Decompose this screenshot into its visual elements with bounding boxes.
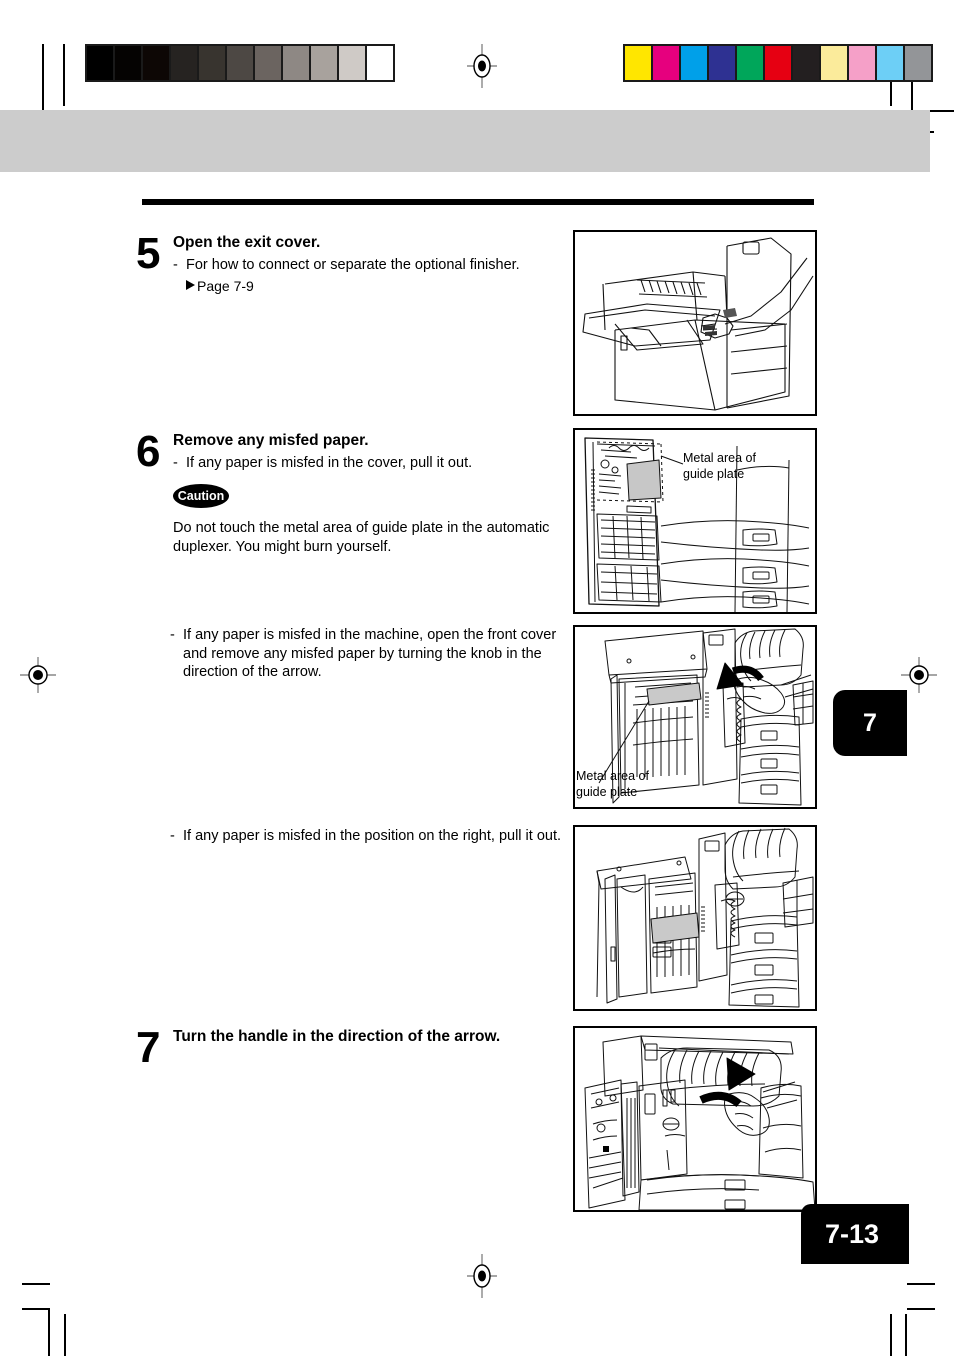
grayscale-calibration-bar [85, 44, 395, 82]
color-swatch [905, 46, 931, 80]
step-heading-5: Open the exit cover. [173, 234, 321, 251]
caution-badge: Caution [173, 484, 229, 508]
grayscale-swatch [199, 46, 225, 80]
grayscale-swatch [283, 46, 309, 80]
bullet-text: If any paper is misfed in the machine, o… [183, 627, 557, 680]
color-calibration-bar [623, 44, 933, 82]
color-swatch [681, 46, 707, 80]
grayscale-swatch [115, 46, 141, 80]
bullet-dash: - [170, 627, 175, 643]
page-reference-text: Page 7-9 [197, 278, 254, 294]
grayscale-swatch [255, 46, 281, 80]
grayscale-swatch [171, 46, 197, 80]
step-5-page-reference: Page 7-9 [186, 277, 426, 295]
triangle-pointer-icon [186, 280, 195, 290]
step-heading-7: Turn the handle in the direction of the … [173, 1028, 501, 1045]
bullet-dash: - [173, 257, 178, 273]
crop-mark-top-left-vertical [42, 44, 44, 112]
color-swatch [793, 46, 819, 80]
page-number-badge: 7-13 [801, 1204, 909, 1264]
bullet-text: If any paper is misfed in the cover, pul… [186, 455, 473, 471]
registration-target-right [901, 657, 937, 693]
grayscale-swatch [87, 46, 113, 80]
crop-mark-bottom-right-horizontal [907, 1308, 935, 1310]
figure-callout-guide-plate-top: Metal area of guide plate [683, 451, 756, 481]
crop-mark-top-right-horizontal [911, 110, 954, 112]
grayscale-swatch [339, 46, 365, 80]
color-swatch [877, 46, 903, 80]
grayscale-swatch [367, 46, 393, 80]
bullet-dash: - [170, 828, 175, 844]
step-number-7: 7 [136, 1023, 160, 1072]
grayscale-swatch [227, 46, 253, 80]
crop-mark-bottom-right-inner [905, 1314, 907, 1356]
figure-duplexer-guide-plate [573, 428, 817, 614]
color-swatch [653, 46, 679, 80]
header-gray-band [0, 110, 930, 172]
figure-right-position [573, 825, 817, 1011]
crop-mark-bottom-right-vertical [890, 1314, 892, 1356]
crop-mark-top-left-inner [63, 44, 65, 106]
bullet-text: If any paper is misfed in the position o… [183, 828, 562, 844]
color-swatch [709, 46, 735, 80]
crop-mark-bottom-left-horizontal [22, 1308, 50, 1310]
step-number-6: 6 [136, 427, 160, 476]
chapter-tab-7: 7 [833, 690, 907, 756]
color-swatch [625, 46, 651, 80]
color-swatch [737, 46, 763, 80]
color-swatch [765, 46, 791, 80]
figure-callout-guide-plate-bottom: Metal area of guide plate [576, 769, 649, 799]
registration-target-left [20, 657, 56, 693]
step-heading-6: Remove any misfed paper. [173, 432, 369, 449]
caution-description: Do not touch the metal area of guide pla… [173, 520, 550, 555]
step-6-bullet-3: - If any paper is misfed in the position… [170, 827, 568, 846]
crop-mark-bottom-left-inner [64, 1314, 66, 1356]
bullet-text: For how to connect or separate the optio… [186, 257, 520, 273]
crop-mark-bottom-left-vertical [48, 1308, 50, 1356]
step-5-bullet-1: - For how to connect or separate the opt… [173, 256, 573, 275]
step-6-bullet-1: - If any paper is misfed in the cover, p… [173, 454, 573, 473]
step-number-5: 5 [136, 229, 160, 278]
crop-mark-right-tick-lower [907, 1283, 935, 1285]
crop-mark-left-tick-lower [22, 1283, 50, 1285]
registration-target-top [467, 44, 497, 88]
figure-handle-arrow [573, 1026, 817, 1212]
step-6-bullet-2: - If any paper is misfed in the machine,… [170, 626, 568, 682]
header-rule [142, 199, 814, 205]
bullet-dash: - [173, 455, 178, 471]
grayscale-swatch [311, 46, 337, 80]
color-swatch [821, 46, 847, 80]
registration-target-bottom [467, 1254, 497, 1298]
color-swatch [849, 46, 875, 80]
grayscale-swatch [143, 46, 169, 80]
figure-front-cover-knob [573, 625, 817, 809]
figure-exit-cover [573, 230, 817, 416]
